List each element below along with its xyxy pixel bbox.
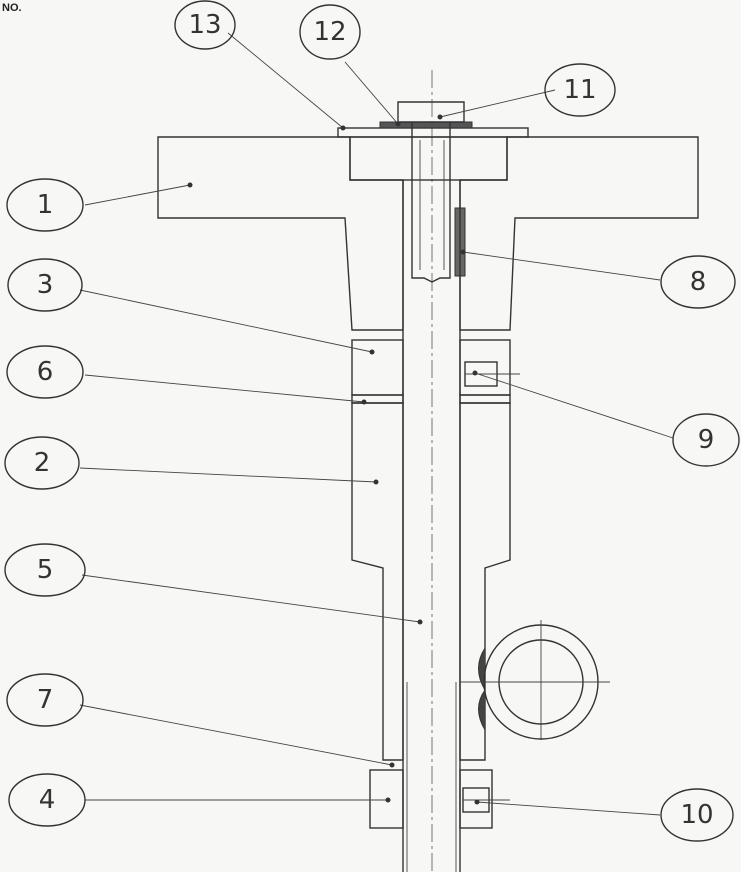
balloon-11: 11 xyxy=(544,63,616,117)
svg-text:10: 10 xyxy=(680,800,713,830)
svg-text:9: 9 xyxy=(698,425,715,455)
balloon-2: 2 xyxy=(4,436,80,490)
part-2-housing-left xyxy=(351,402,404,761)
leader-lines xyxy=(79,32,674,816)
svg-text:8: 8 xyxy=(690,267,707,297)
balloon-8: 8 xyxy=(660,255,736,309)
svg-text:1: 1 xyxy=(37,190,54,220)
counterbore-pocket xyxy=(349,136,508,181)
leader-dots xyxy=(187,114,480,805)
part-2-housing-right xyxy=(459,402,511,761)
svg-text:11: 11 xyxy=(563,75,596,105)
part-1-plate-left xyxy=(157,136,404,331)
svg-text:2: 2 xyxy=(34,448,51,478)
part-5-shaft xyxy=(402,180,461,872)
part-3-ring-left xyxy=(351,339,404,396)
svg-text:3: 3 xyxy=(37,270,54,300)
balloon-12: 12 xyxy=(299,4,361,60)
svg-text:6: 6 xyxy=(37,357,54,387)
svg-text:12: 12 xyxy=(313,17,346,47)
part-6-thin-ring-right xyxy=(459,394,511,404)
part-12-spring-washer xyxy=(379,121,473,129)
svg-text:4: 4 xyxy=(39,785,56,815)
part-11-bolt xyxy=(397,101,465,283)
balloon-6: 6 xyxy=(6,345,84,399)
part-4-collar-right xyxy=(459,769,493,829)
svg-text:5: 5 xyxy=(37,555,54,585)
balloon-13: 13 xyxy=(174,0,236,50)
balloon-9: 9 xyxy=(672,413,740,467)
part-3-ring-right xyxy=(459,339,511,396)
svg-text:13: 13 xyxy=(188,10,221,40)
balloon-10: 10 xyxy=(660,788,734,842)
svg-text:7: 7 xyxy=(37,685,54,715)
balloon-4: 4 xyxy=(8,773,86,827)
part-1-plate-right xyxy=(459,136,699,331)
part-4-collar-left xyxy=(369,769,404,829)
balloon-7: 7 xyxy=(6,673,84,727)
balloon-5: 5 xyxy=(4,543,86,597)
title-block-corner-label: NO. xyxy=(2,2,22,14)
balloon-1: 1 xyxy=(6,178,84,232)
part-13-washer xyxy=(337,127,529,138)
balloon-3: 3 xyxy=(7,258,83,312)
